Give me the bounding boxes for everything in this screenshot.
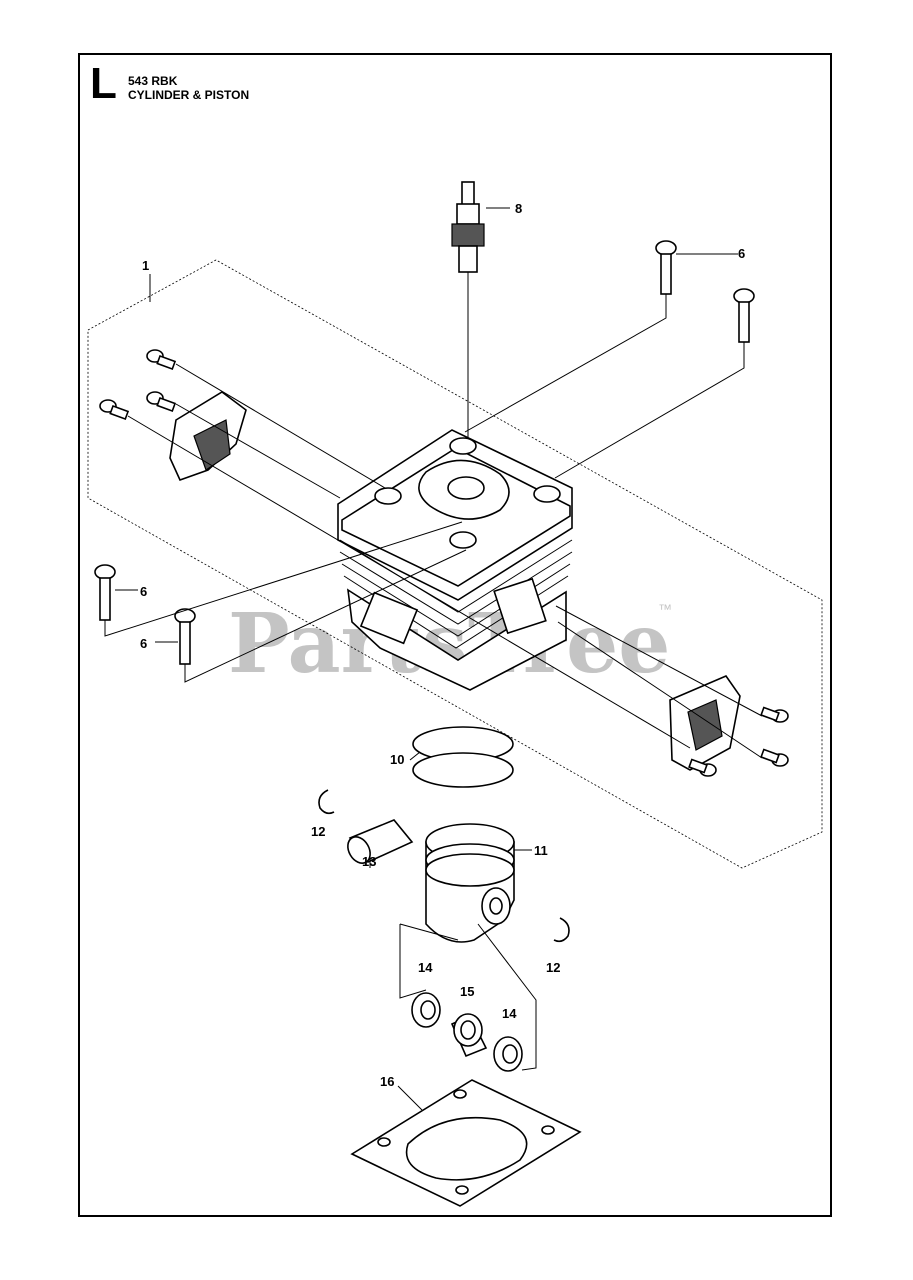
right-plate-screws	[688, 706, 789, 777]
needle-bearing	[450, 1013, 488, 1058]
left-plate-screws	[99, 349, 177, 421]
callout-6-left-upper: 6	[140, 584, 147, 599]
piston-rings	[409, 726, 514, 788]
diagram-frame	[78, 53, 832, 1217]
left-port-plate	[169, 391, 247, 482]
cylinder-base-gasket	[350, 1079, 582, 1207]
callout-11: 11	[534, 843, 548, 858]
circlip-right	[553, 917, 570, 943]
callout-1: 1	[142, 258, 149, 273]
callout-6-top-right: 6	[738, 246, 745, 261]
section-title: CYLINDER & PISTON	[128, 88, 250, 102]
callout-14-right: 14	[502, 1006, 517, 1021]
watermark-trademark: ™	[658, 601, 672, 617]
piston-pin	[347, 819, 414, 868]
circlip-left	[318, 789, 335, 815]
callout-12-left: 12	[311, 824, 325, 839]
callout-14-left: 14	[418, 960, 433, 975]
cylinder-bolts	[94, 240, 755, 665]
callout-16: 16	[380, 1074, 394, 1089]
callout-8: 8	[515, 201, 522, 216]
right-port-plate	[669, 675, 741, 771]
cylinder-kit-boundary	[87, 259, 823, 869]
callout-13: 13	[362, 854, 376, 869]
leader-lines	[104, 274, 763, 759]
callout-10: 10	[390, 752, 404, 767]
spark-plug	[451, 181, 510, 470]
bearing-washer-right	[493, 1036, 523, 1072]
piston	[425, 823, 532, 943]
callout-labels: 1 6 6 6 6 8 10 11 12 12 13 14 14 15 16	[140, 201, 745, 1089]
callout-6-left-lower: 6	[140, 636, 147, 651]
section-letter: L	[90, 59, 117, 108]
model-number: 543 RBK	[128, 74, 178, 88]
bearing-alignment-lines	[399, 923, 537, 1071]
callout-12-right: 12	[546, 960, 560, 975]
cylinder	[337, 429, 573, 691]
bearing-washer-left	[411, 992, 441, 1028]
callout-15: 15	[460, 984, 474, 999]
